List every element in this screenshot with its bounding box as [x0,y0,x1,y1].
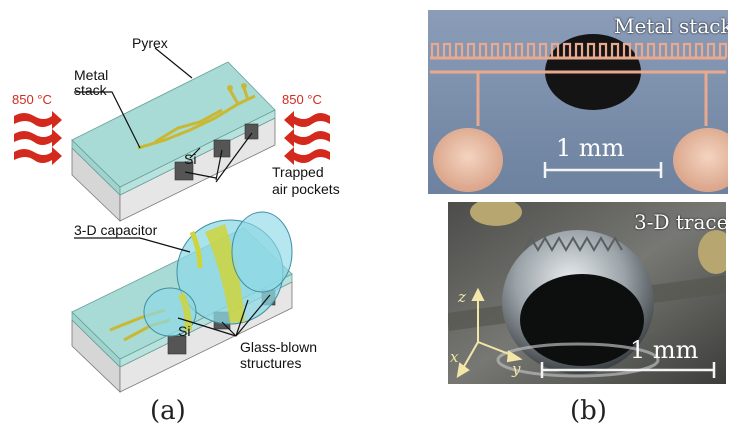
scale-bar-bottom [540,362,716,378]
caption-b: (b) [570,396,607,426]
axis-label-y: y [512,360,521,378]
heat-arrows-right [284,111,330,165]
label-glass-blown-line2: structures [240,355,302,371]
axis-arrows [456,287,523,378]
scale-bar-top [543,162,663,178]
title-metal-stack: Metal stack [614,14,728,38]
heat-arrows-left [14,111,62,165]
label-pyrex: Pyrex [132,35,168,51]
label-3d-capacitor: 3-D capacitor [74,222,158,238]
leader-lines-top [74,47,253,183]
axis-label-z: z [458,288,466,306]
wafer-stack-bottom [71,211,293,393]
photo-metal-stack: Metal stack 1 mm [428,10,728,194]
axis-label-x: x [450,348,459,366]
wafer-stack-top [71,61,276,222]
label-trapped-line2: air pockets [272,181,340,197]
photo-3d-trace: 3-D trace 1 mm z x y [448,202,726,384]
scale-label-top: 1 mm [556,134,625,162]
label-glass-blown-line1: Glass-blown [240,339,318,355]
title-3d-trace: 3-D trace [634,210,726,234]
label-trapped-line1: Trapped [272,164,324,180]
photo-metal-stack-image [428,10,728,194]
metal-traces [137,87,256,150]
caption-a: (a) [150,396,186,426]
panel-a: Pyrex Metal stack 850 °C 850 °C Si Trapp… [0,0,370,436]
label-si-bottom: Si [178,323,191,339]
label-metal-stack-line2: stack [74,82,107,98]
scale-label-bottom: 1 mm [630,336,699,364]
label-temperature-left: 850 °C [12,92,52,107]
label-si-top: Si [184,151,197,167]
panel-a-drawing [14,47,330,393]
glass-bubbles [143,211,293,337]
photo-3d-trace-image [448,202,726,384]
leader-lines-bottom [74,237,271,337]
label-metal-stack-line1: Metal [74,67,109,83]
label-temperature-right: 850 °C [282,92,322,107]
